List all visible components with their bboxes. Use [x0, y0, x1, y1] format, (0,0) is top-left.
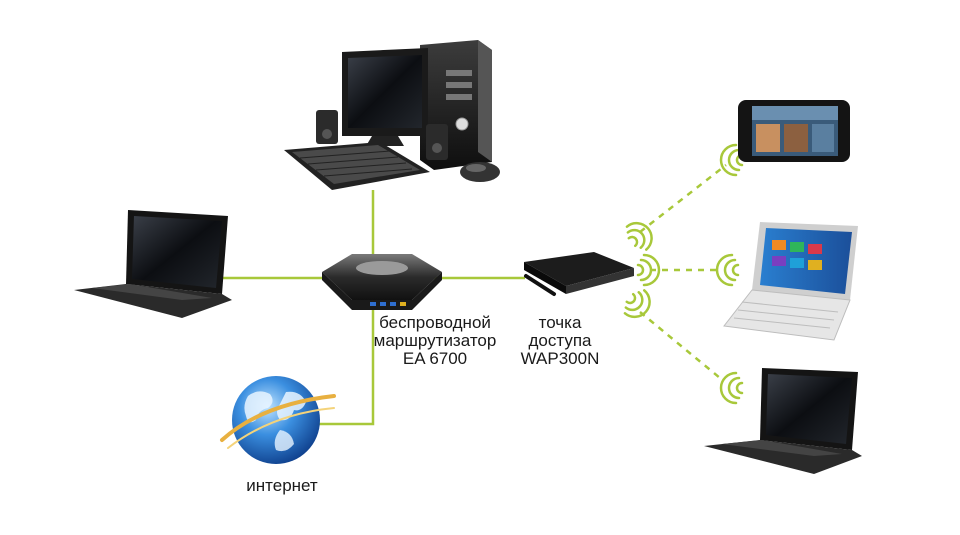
wireless-links — [639, 164, 727, 379]
wifi-wave-icon — [719, 371, 744, 405]
router-label-line: EA 6700 — [402, 349, 468, 368]
router-label: беспроводной маршрутизатор EA 6700 — [370, 314, 500, 368]
access-point-label-line: WAP300N — [520, 349, 600, 368]
wifi-wave-icon — [625, 221, 653, 251]
tablet-keyboard-icon — [723, 222, 858, 341]
wireless-link-smartphone — [639, 164, 727, 233]
router-label-line: маршрутизатор — [373, 331, 497, 350]
wifi-wave-icon — [715, 253, 740, 287]
laptop-icon — [704, 368, 862, 474]
internet-label: интернет — [232, 477, 332, 495]
wifi-wave-icon — [636, 253, 661, 287]
wireless-router-icon — [322, 254, 442, 310]
link-router-internet — [318, 298, 375, 426]
access-point-label-line: точка — [538, 313, 582, 332]
desktop-computer-icon — [284, 40, 500, 190]
laptop-icon — [74, 210, 232, 318]
wifi-wave-icon — [623, 289, 651, 319]
wireless-link-laptop-right — [639, 311, 721, 379]
router-label-line: беспроводной — [379, 313, 491, 332]
globe-icon — [220, 376, 336, 464]
internet-label-line: интернет — [246, 476, 318, 495]
access-point-label: точка доступа WAP300N — [510, 314, 610, 368]
access-point-icon — [524, 252, 634, 296]
access-point-label-line: доступа — [528, 331, 592, 350]
smartphone-icon — [738, 100, 850, 162]
